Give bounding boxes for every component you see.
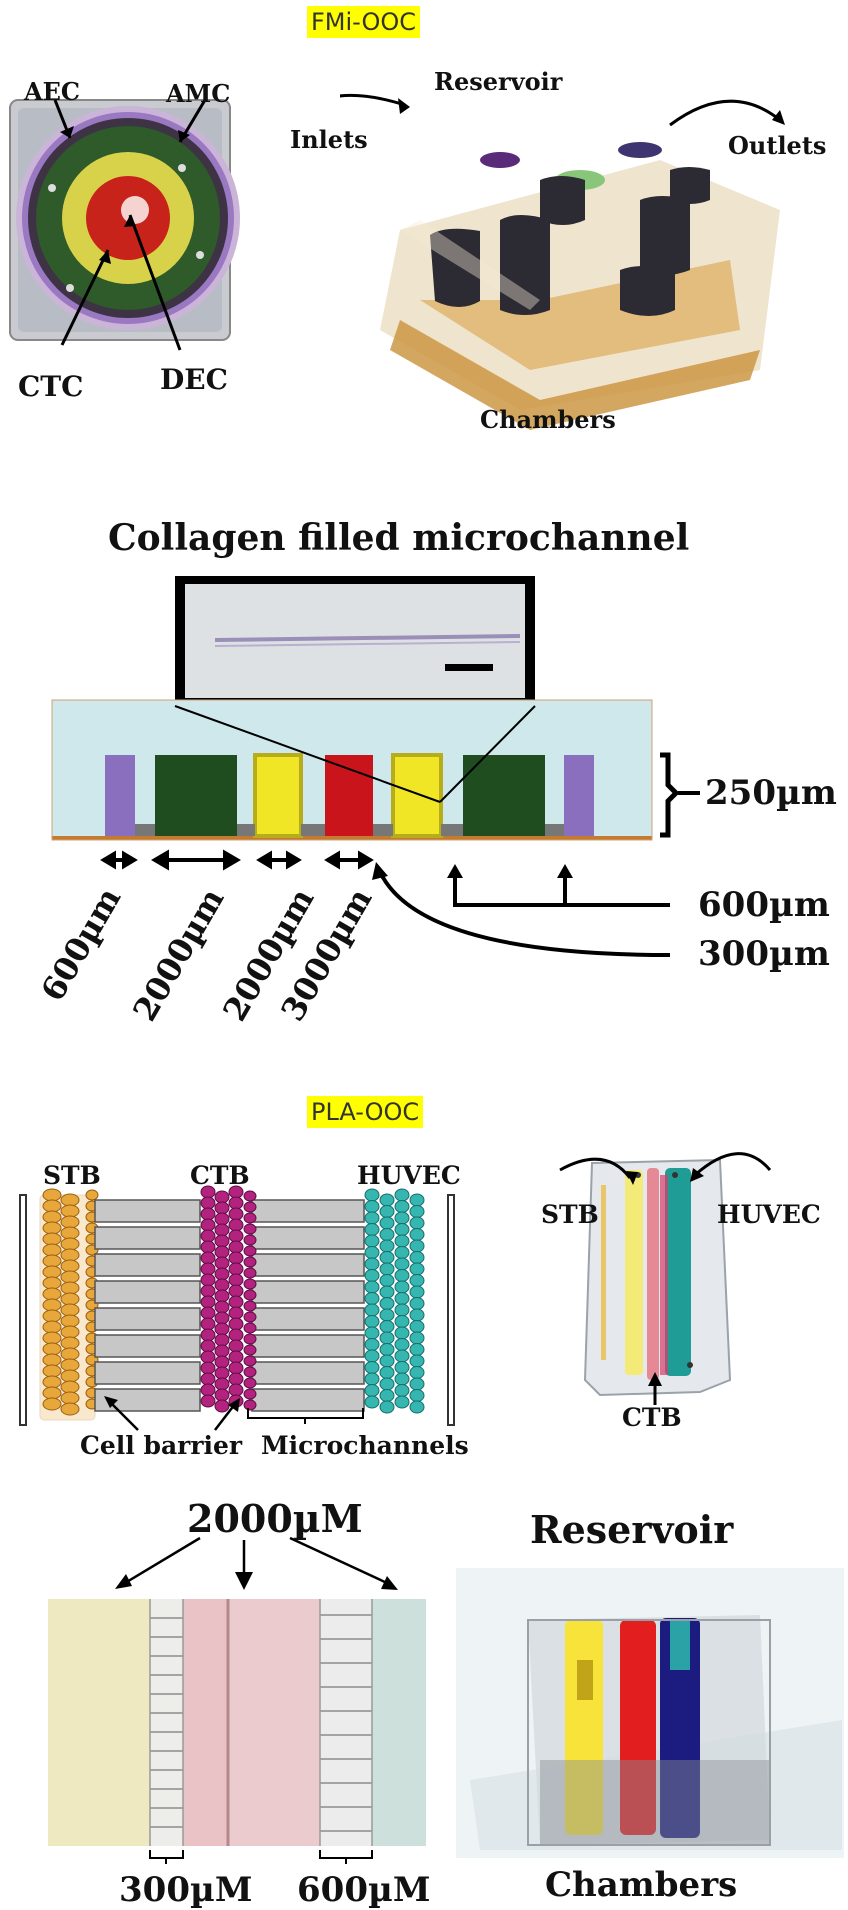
label-aec: AEC	[24, 77, 81, 106]
section-tag-pla-ooc: PLA-OOC	[307, 1096, 424, 1128]
pla-label-cell-barrier: Cell barrier	[80, 1431, 243, 1460]
label-amc: AMC	[166, 79, 231, 108]
label-chambers: Chambers	[480, 405, 616, 434]
right-label-300: 300µm	[698, 934, 830, 974]
label-dec: DEC	[160, 363, 228, 396]
label-reservoir: Reservoir	[434, 67, 563, 96]
height-label: 250µm	[705, 773, 837, 813]
micro-label-top: 2000µM	[187, 1496, 363, 1541]
cross-section-title: Collagen filled microchannel	[108, 517, 690, 559]
pla-label-ctb: CTB	[190, 1161, 250, 1190]
pla-label-stb: STB	[43, 1161, 101, 1190]
section-tag-fmi-ooc: FMi-OOC	[307, 6, 421, 38]
micro-label-600: 600µM	[297, 1870, 431, 1910]
right-label-600: 600µm	[698, 885, 830, 925]
label-outlets: Outlets	[728, 131, 827, 160]
pla-label-huvec: HUVEC	[357, 1161, 461, 1190]
label-ctc: CTC	[18, 370, 84, 403]
device-label-huvec: HUVEC	[717, 1200, 821, 1229]
device-label-stb: STB	[541, 1200, 599, 1229]
fmi-device-illustration	[340, 93, 785, 430]
device-label-ctb: CTB	[622, 1403, 682, 1432]
fmi-chip-figure	[9, 99, 240, 351]
pla-label-microchannels: Microchannels	[261, 1431, 469, 1460]
fmi-chip-panel: AEC AMC CTC DEC	[0, 60, 240, 410]
label-inlets: Inlets	[290, 125, 368, 154]
fmi-device-panel: Reservoir Inlets Outlets Chambers	[290, 67, 848, 450]
micro-label-300: 300µM	[119, 1870, 253, 1910]
photo-label-chambers: Chambers	[545, 1865, 738, 1905]
photo-label-reservoir: Reservoir	[530, 1507, 734, 1552]
